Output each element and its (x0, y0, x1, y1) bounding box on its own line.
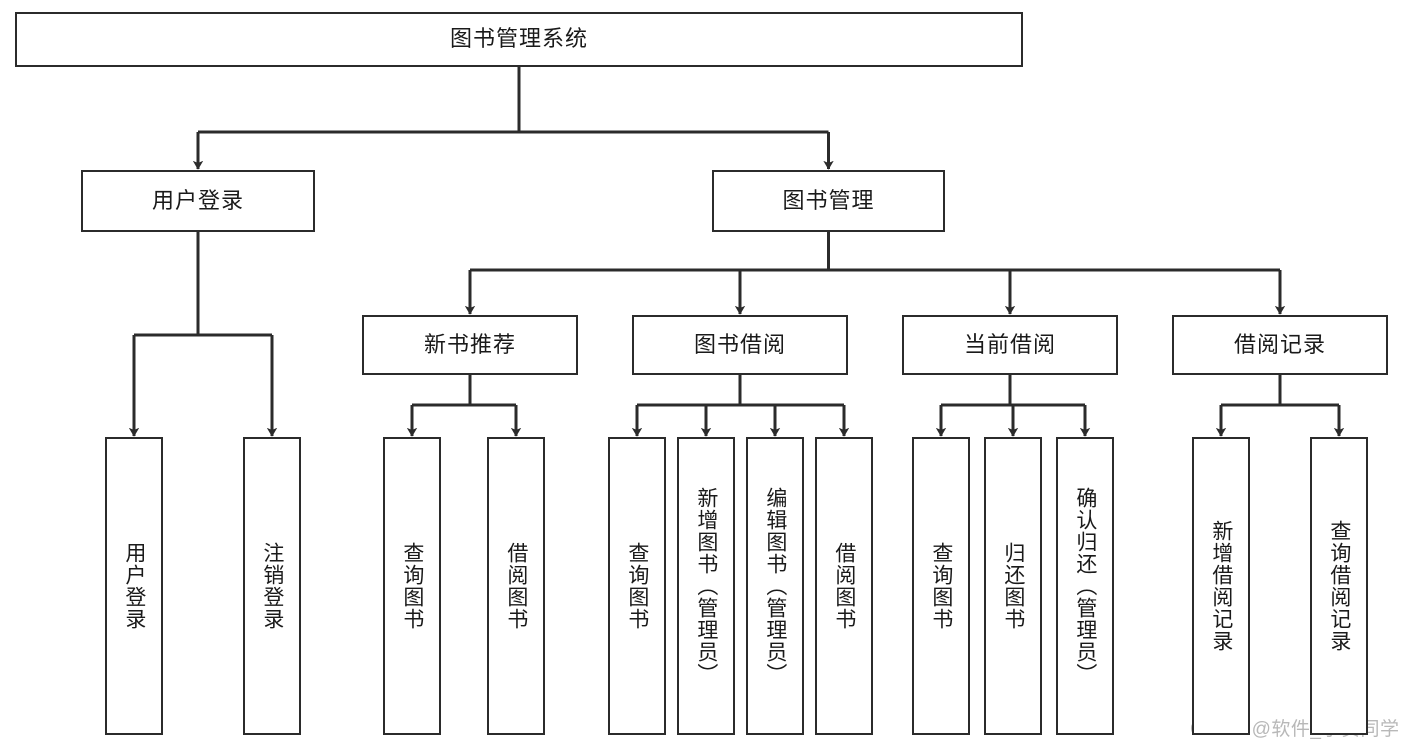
node-leaf-edit-book[interactable]: 编辑图书（管理员） (746, 437, 804, 735)
node-label: 用户登录 (151, 187, 244, 213)
node-leaf-query-book-2[interactable]: 查询图书 (608, 437, 666, 735)
node-label: 借阅图书 (504, 542, 528, 630)
node-leaf-add-record[interactable]: 新增借阅记录 (1192, 437, 1250, 735)
node-label: 归还图书 (1001, 542, 1025, 630)
node-leaf-logout[interactable]: 注销登录 (243, 437, 301, 735)
node-root[interactable]: 图书管理系统 (15, 12, 1023, 67)
node-label: 图书管理系统 (449, 26, 588, 52)
node-book-manage[interactable]: 图书管理 (712, 170, 945, 232)
node-label: 图书借阅 (693, 331, 786, 357)
node-label: 查询图书 (400, 542, 424, 630)
node-leaf-borrow-book-2[interactable]: 借阅图书 (815, 437, 873, 735)
node-label: 新增图书（管理员） (694, 487, 718, 685)
node-label: 图书管理 (782, 187, 875, 213)
node-label: 查询图书 (625, 542, 649, 630)
node-current-borrow[interactable]: 当前借阅 (902, 315, 1118, 375)
node-label: 当前借阅 (963, 331, 1056, 357)
node-borrow-record[interactable]: 借阅记录 (1172, 315, 1388, 375)
node-label: 查询借阅记录 (1327, 520, 1351, 652)
node-label: 新增借阅记录 (1209, 520, 1233, 652)
node-leaf-return-book[interactable]: 归还图书 (984, 437, 1042, 735)
node-leaf-user-login[interactable]: 用户登录 (105, 437, 163, 735)
node-label: 借阅记录 (1233, 331, 1326, 357)
node-label: 确认归还（管理员） (1073, 487, 1097, 685)
node-leaf-query-book-1[interactable]: 查询图书 (383, 437, 441, 735)
node-label: 新书推荐 (423, 331, 516, 357)
node-user-login[interactable]: 用户登录 (81, 170, 315, 232)
node-book-borrow[interactable]: 图书借阅 (632, 315, 848, 375)
node-leaf-add-book[interactable]: 新增图书（管理员） (677, 437, 735, 735)
node-label: 注销登录 (260, 542, 284, 630)
node-leaf-query-book-3[interactable]: 查询图书 (912, 437, 970, 735)
node-label: 编辑图书（管理员） (763, 487, 787, 685)
node-label: 查询图书 (929, 542, 953, 630)
node-label: 借阅图书 (832, 542, 856, 630)
node-leaf-query-record[interactable]: 查询借阅记录 (1310, 437, 1368, 735)
node-leaf-borrow-book-1[interactable]: 借阅图书 (487, 437, 545, 735)
node-label: 用户登录 (122, 542, 146, 630)
node-leaf-confirm-return[interactable]: 确认归还（管理员） (1056, 437, 1114, 735)
node-new-book-rec[interactable]: 新书推荐 (362, 315, 578, 375)
